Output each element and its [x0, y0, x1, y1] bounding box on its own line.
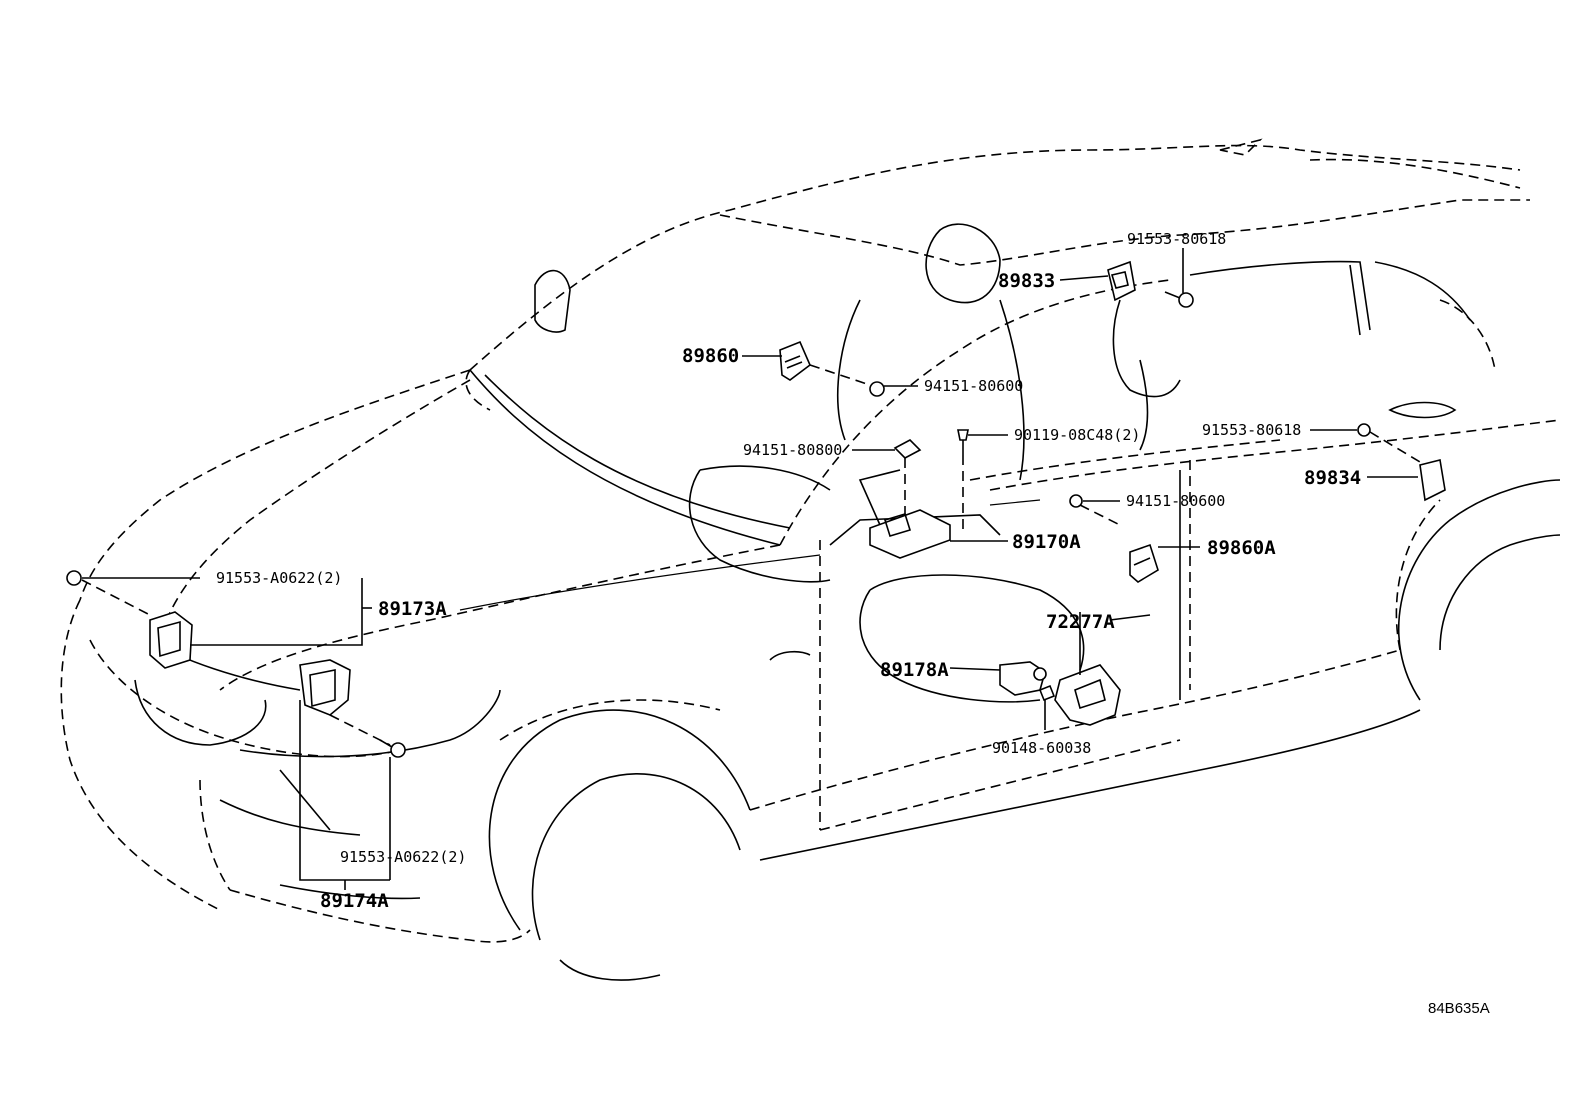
sensor-89833-part	[1107, 260, 1136, 302]
label-89173a: 89173A	[378, 598, 447, 620]
sensor-89860-part	[779, 340, 811, 381]
label-91553-80618-right: 91553-80618	[1202, 421, 1301, 439]
label-91553-a0622-a: 91553-A0622(2)	[216, 569, 342, 587]
sensor-89173a-part	[149, 611, 193, 669]
bolt-91553-80618-right-part	[1357, 423, 1371, 437]
label-94151-80600-b: 94151-80600	[1126, 492, 1225, 510]
leader-lines	[82, 248, 1418, 890]
bolt-90148-60038-part	[1038, 684, 1056, 702]
label-89860a: 89860A	[1207, 537, 1276, 559]
label-89174a: 89174A	[320, 890, 389, 912]
bolt-90119-08c48-part	[957, 429, 969, 530]
label-90119-08c48: 90119-08C48(2)	[1014, 426, 1140, 444]
sensor-89174a-part	[299, 659, 391, 746]
label-91553-a0622-b: 91553-A0622(2)	[340, 848, 466, 866]
part-labels: 91553-80618 89833 89860 94151-80600 9011…	[216, 230, 1490, 1017]
label-89178a: 89178A	[880, 659, 949, 681]
label-89860: 89860	[682, 345, 739, 367]
label-94151-80800: 94151-80800	[743, 441, 842, 459]
label-89170a: 89170A	[1012, 531, 1081, 553]
label-89833: 89833	[998, 270, 1055, 292]
label-90148-60038: 90148-60038	[992, 739, 1091, 757]
diagram-code: 84B635A	[1428, 1000, 1490, 1017]
sensor-89860a-part	[1129, 543, 1159, 583]
airbag-ecu-89170a-part	[869, 509, 951, 559]
sensor-89834-part	[1369, 431, 1446, 502]
bolt-91553-80618-top-part	[1164, 291, 1194, 308]
bracket-72277a-part	[1054, 664, 1121, 726]
bolt-91553-a0622-b-part	[379, 739, 406, 758]
sensor-89178a-part	[999, 661, 1047, 696]
nut-94151-80600-b-part	[1069, 494, 1121, 526]
nut-94151-80600-a-part	[809, 364, 885, 397]
label-94151-80600-a: 94151-80600	[924, 377, 1023, 395]
label-89834: 89834	[1304, 467, 1361, 489]
bolt-91553-a0622-a-part	[66, 570, 151, 616]
label-72277a: 72277A	[1046, 611, 1115, 633]
car-body	[60, 138, 1561, 981]
label-91553-80618-top: 91553-80618	[1127, 230, 1226, 248]
